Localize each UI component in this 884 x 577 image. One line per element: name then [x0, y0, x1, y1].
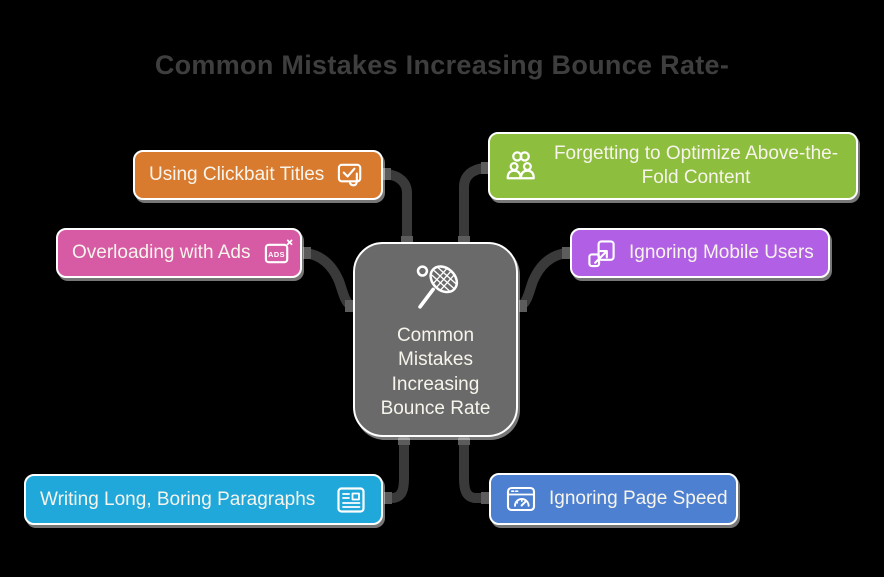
page-title: Common Mistakes Increasing Bounce Rate- [154, 50, 730, 80]
node-label: Writing Long, Boring Paragraphs [40, 488, 316, 510]
speedometer-icon [505, 483, 537, 515]
linked-users-icon [504, 149, 538, 183]
node-mobile-users: Ignoring Mobile Users [570, 228, 830, 278]
node-above-fold-content: Forgetting to Optimize Above-the-Fold Co… [488, 132, 858, 200]
node-boring-paragraphs: Writing Long, Boring Paragraphs [24, 474, 383, 525]
center-node: Common Mistakes Increasing Bounce Rate [353, 242, 518, 437]
node-label: Forgetting to Optimize Above-the-Fold Co… [553, 143, 839, 188]
center-node-label: Common Mistakes Increasing Bounce Rate [380, 324, 491, 419]
node-overloading-ads: Overloading with Ads ADS [56, 228, 302, 278]
node-page-speed: Ignoring Page Speed [489, 473, 738, 525]
svg-text:ADS: ADS [268, 250, 285, 259]
tennis-racket-icon [407, 258, 465, 316]
node-label: Using Clickbait Titles [149, 164, 325, 186]
click-check-icon [336, 160, 367, 191]
ads-box-icon: ADS [263, 238, 294, 269]
node-clickbait-titles: Using Clickbait Titles [133, 150, 383, 200]
devices-icon [586, 238, 617, 269]
node-label: Ignoring Mobile Users [629, 242, 814, 264]
node-label: Ignoring Page Speed [549, 488, 728, 510]
node-label: Overloading with Ads [72, 242, 251, 264]
article-icon [335, 484, 367, 516]
